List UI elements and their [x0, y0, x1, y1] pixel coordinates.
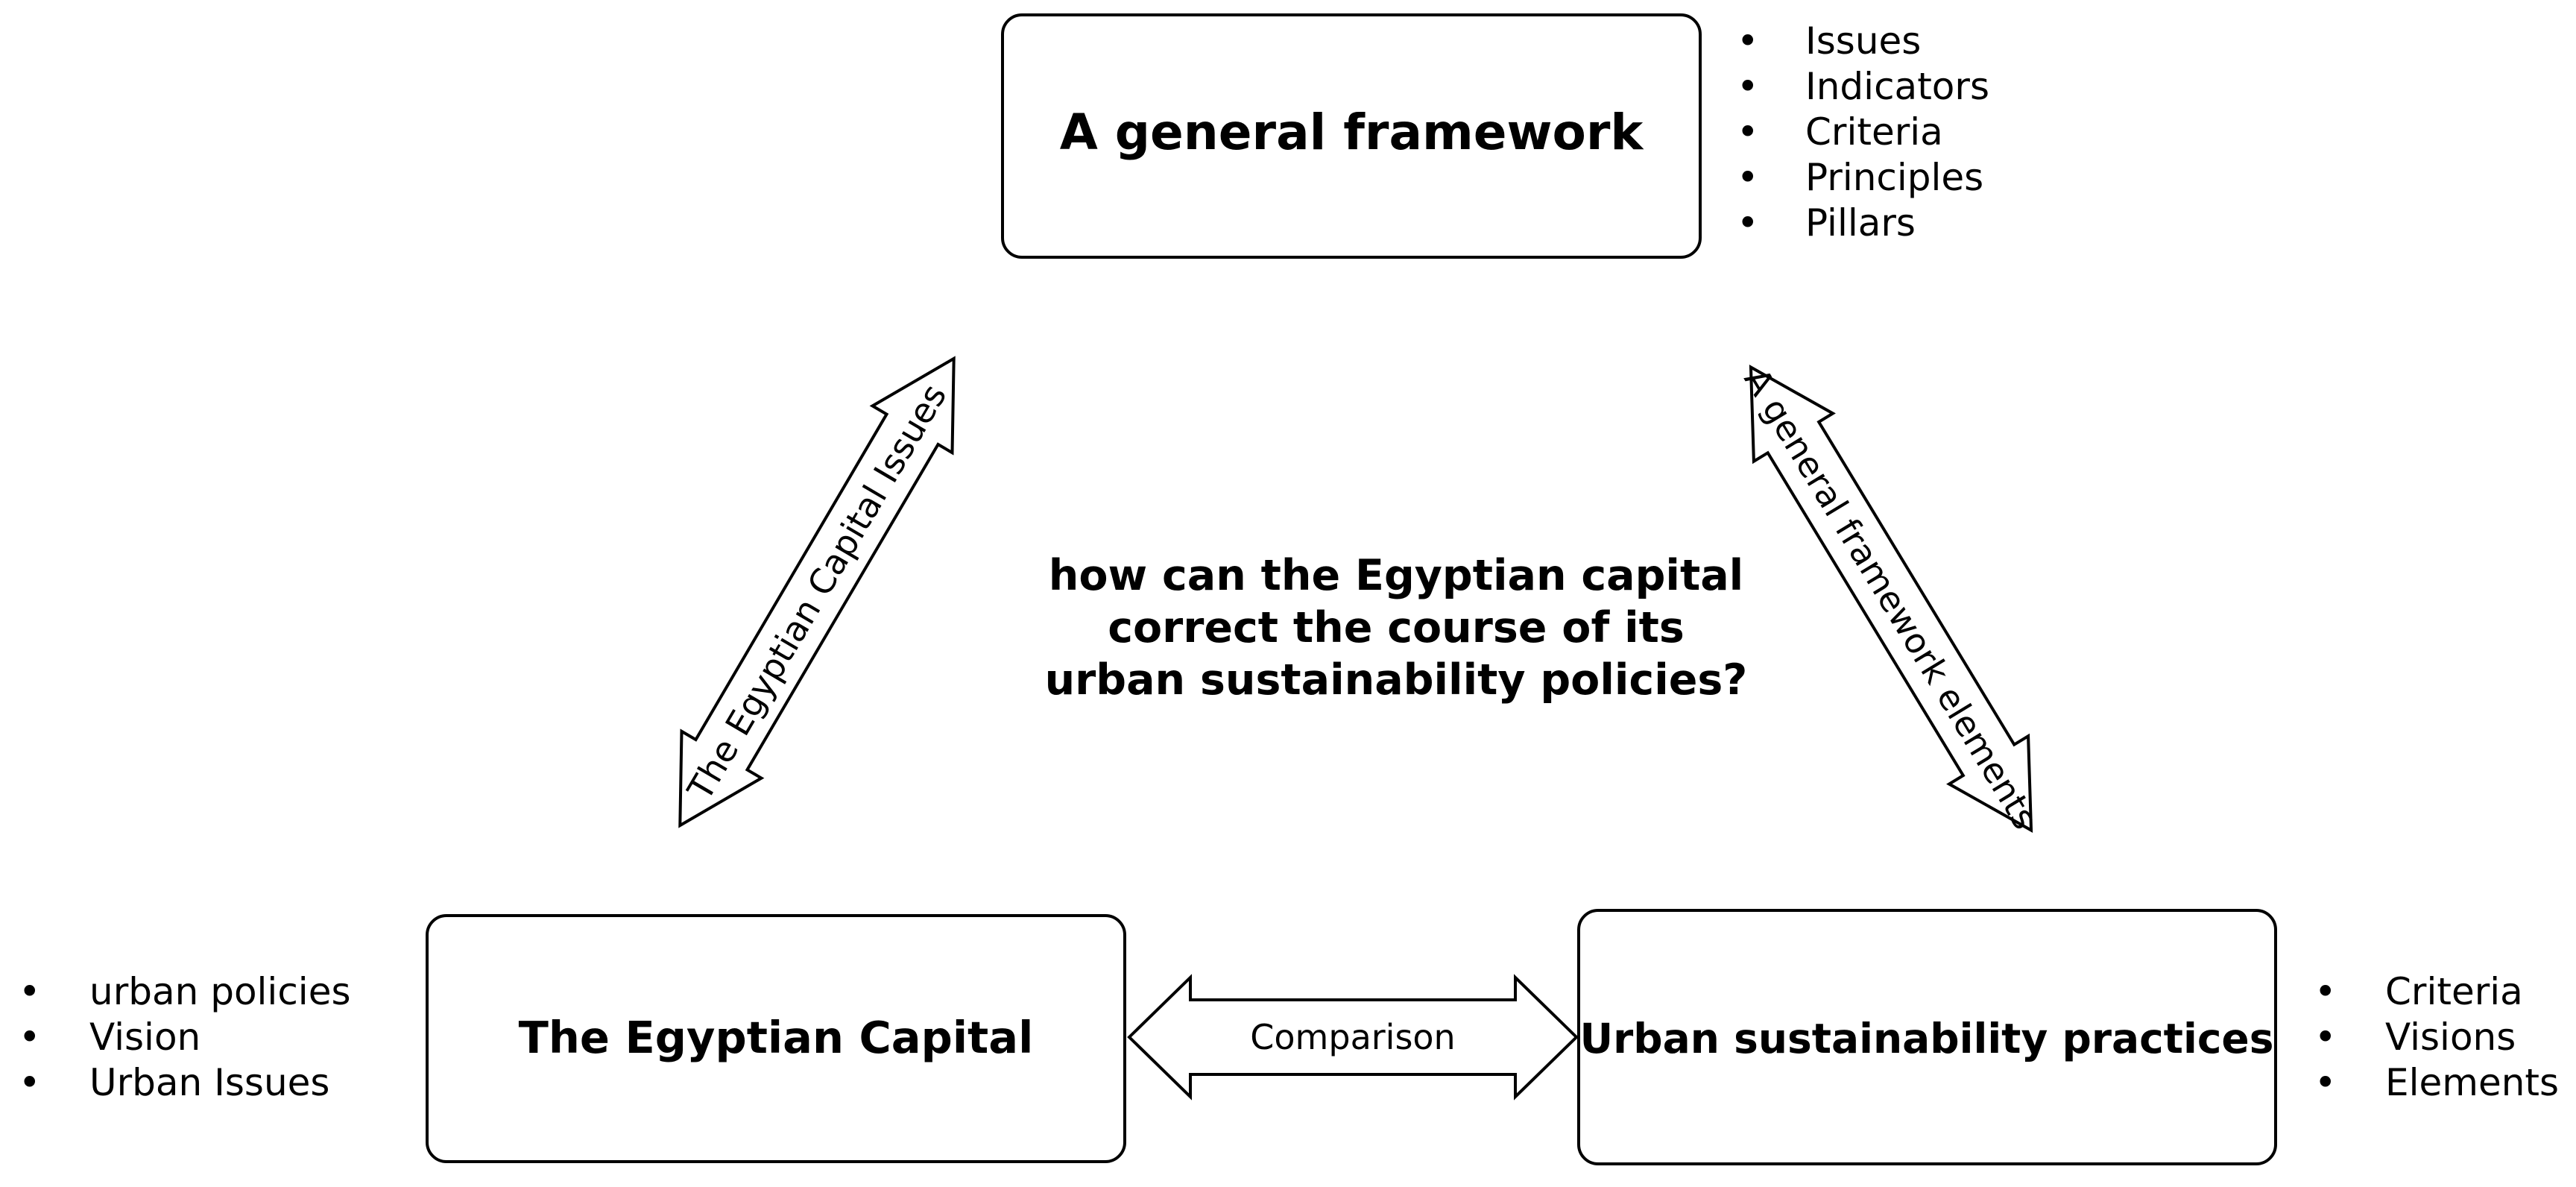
practices-item-elements: Elements: [2385, 1061, 2559, 1104]
right-double-arrow: A general framework elements: [1737, 362, 2046, 837]
framework-bullet-list: • Issues • Indicators • Criteria • Princ…: [1737, 19, 1989, 245]
bullet-symbol: •: [1737, 201, 1759, 245]
practices-bullet-list: • Criteria • Visions • Elements: [2314, 970, 2559, 1104]
capital-item-urban-issues: Urban Issues: [89, 1061, 329, 1104]
bottom-double-arrow-shape: [1127, 974, 1579, 1101]
question-line-2: correct the course of its: [1108, 603, 1685, 652]
practices-box: [1577, 909, 2277, 1165]
left-double-arrow-shape: [678, 356, 956, 828]
bullet-symbol: •: [1737, 110, 1759, 154]
right-double-arrow-shape: [1749, 365, 2033, 833]
left-arrow-label: The Egyptian Capital Issues: [679, 377, 954, 807]
bottom-arrow-label: Comparison: [1250, 1017, 1455, 1057]
bullet-symbol: •: [2314, 1061, 2337, 1104]
bullet-symbol: •: [1737, 65, 1759, 108]
bullet-symbol: •: [1737, 156, 1759, 199]
left-double-arrow: The Egyptian Capital Issues: [678, 356, 956, 828]
capital-box: [426, 914, 1126, 1163]
bullet-symbol: •: [19, 1061, 41, 1104]
question-line-3: urban sustainability policies?: [1045, 655, 1748, 705]
capital-item-urban-policies: urban policies: [89, 970, 351, 1013]
bullet-symbol: •: [19, 1016, 41, 1059]
capital-item-vision: Vision: [89, 1016, 201, 1059]
framework-item-issues: Issues: [1805, 19, 1921, 63]
practices-item-visions: Visions: [2385, 1016, 2516, 1059]
bullet-symbol: •: [2314, 1016, 2337, 1059]
bullet-symbol: •: [19, 970, 41, 1013]
framework-box-title: A general framework: [1060, 104, 1645, 161]
central-question: how can the Egyptian capital correct the…: [1045, 551, 1748, 705]
bottom-double-arrow: Comparison: [1127, 974, 1579, 1101]
framework-item-criteria: Criteria: [1805, 110, 1943, 154]
framework-item-indicators: Indicators: [1805, 65, 1989, 108]
bullet-symbol: •: [1737, 19, 1759, 63]
bullet-symbol: •: [2314, 970, 2337, 1013]
practices-item-criteria: Criteria: [2385, 970, 2523, 1013]
framework-item-pillars: Pillars: [1805, 201, 1916, 245]
framework-box: [1001, 13, 1702, 259]
framework-item-principles: Principles: [1805, 156, 1983, 199]
capital-box-title: The Egyptian Capital: [519, 1012, 1034, 1063]
right-arrow-label: A general framework elements: [1737, 362, 2046, 837]
capital-bullet-list: • urban policies • Vision • Urban Issues: [19, 970, 351, 1104]
practices-box-title: Urban sustainability practices: [1580, 1015, 2274, 1062]
question-line-1: how can the Egyptian capital: [1049, 551, 1743, 600]
